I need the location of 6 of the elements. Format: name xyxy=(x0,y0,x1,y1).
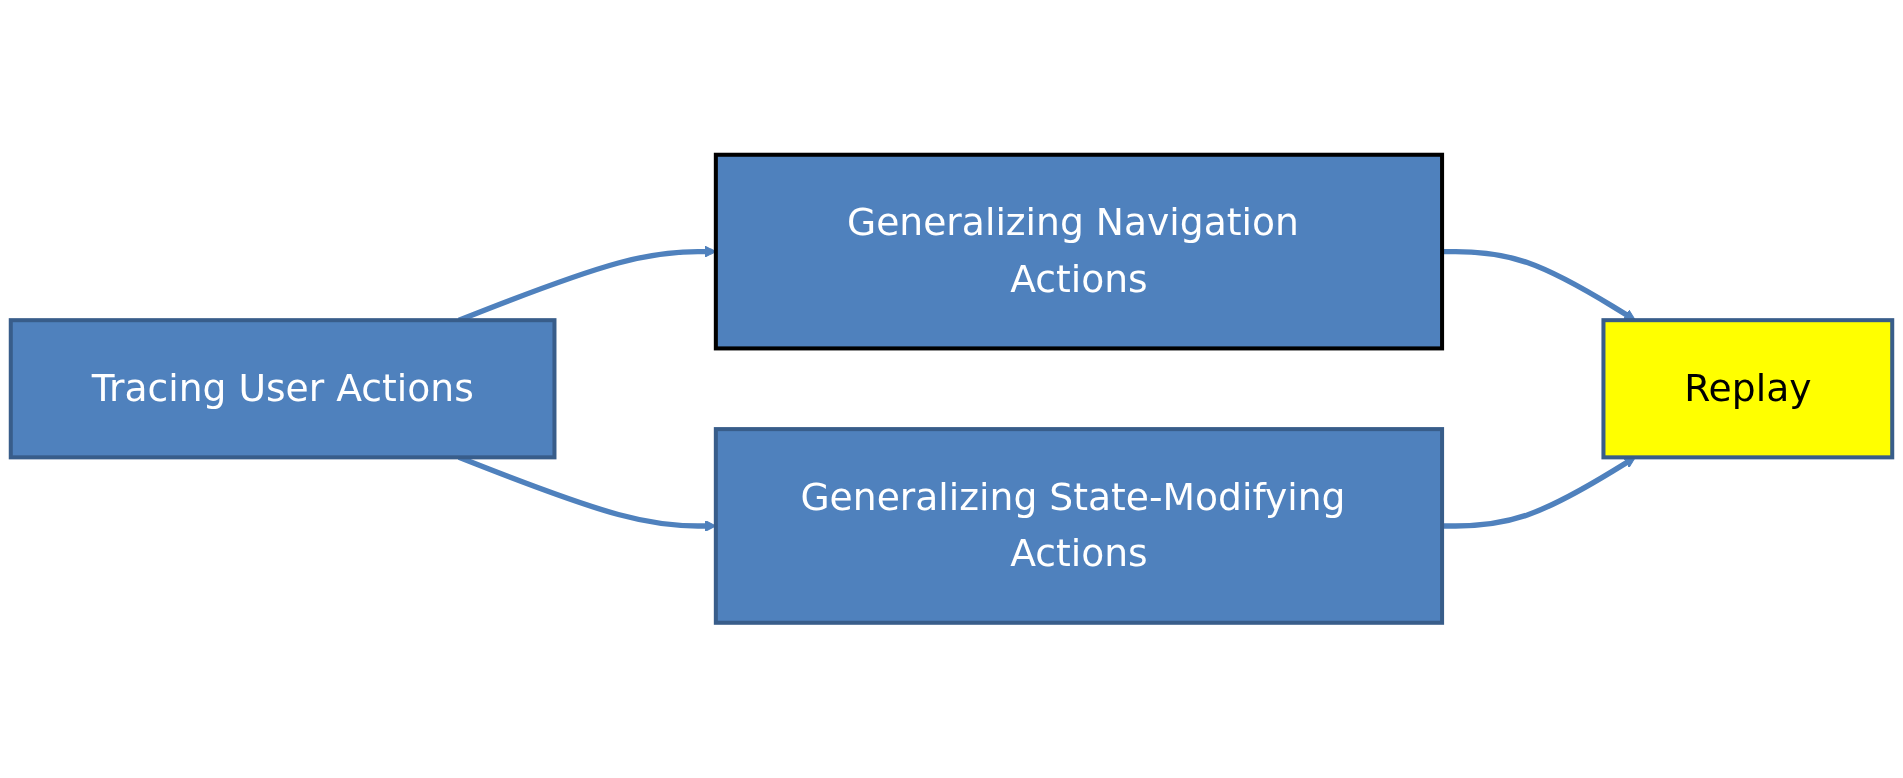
node-box: Tracing User Actions xyxy=(8,318,557,460)
node-box: Generalizing State-Modifying Actions xyxy=(713,427,1445,626)
node-box: Replay xyxy=(1601,318,1895,460)
node-box: Generalizing Navigation Actions xyxy=(713,152,1445,351)
arrow xyxy=(1442,249,1636,321)
arrow xyxy=(1442,457,1636,529)
